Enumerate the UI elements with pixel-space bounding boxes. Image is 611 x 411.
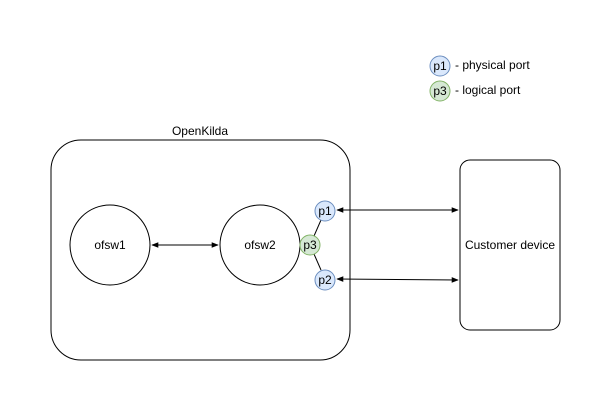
legend-logical-port-id: p3	[433, 84, 447, 98]
openkilda-container	[50, 139, 351, 361]
port-p2-shape	[314, 269, 336, 291]
legend-physical-port-label: - physical port	[455, 58, 530, 72]
switch-ofsw1-label: ofsw1	[94, 238, 126, 252]
port-p1-label: p1	[318, 204, 332, 218]
link-p3-p1	[313, 219, 322, 237]
customer-device-label: Customer device	[465, 238, 555, 252]
legend-logical-port: p3 - logical port	[429, 80, 521, 102]
legend-logical-port-swatch	[429, 80, 451, 102]
port-p3: p3	[299, 234, 321, 256]
switch-ofsw1: ofsw1	[69, 204, 151, 286]
switch-ofsw2-label: ofsw2	[244, 238, 276, 252]
port-p1-shape	[314, 200, 336, 222]
legend-physical-port-swatch	[429, 55, 451, 77]
port-p2-label: p2	[318, 273, 332, 287]
port-p3-shape	[299, 234, 321, 256]
legend-logical-port-label: - logical port	[455, 83, 521, 97]
link-p3-p2	[313, 253, 322, 271]
link-p2-customer-device	[336, 276, 459, 283]
openkilda-title: OpenKilda	[172, 124, 228, 138]
customer-device: Customer device	[459, 159, 561, 331]
legend-physical-port-id: p1	[433, 59, 447, 73]
port-p1: p1	[314, 200, 336, 222]
legend-physical-port: p1 - physical port	[429, 55, 530, 77]
customer-device-shape	[459, 159, 561, 331]
legend: p1 - physical port p3 - logical port	[429, 55, 530, 102]
switch-ofsw2: ofsw2	[219, 204, 301, 286]
port-p2: p2	[314, 269, 336, 291]
port-p3-label: p3	[303, 238, 317, 252]
switch-ofsw1-shape	[69, 204, 151, 286]
